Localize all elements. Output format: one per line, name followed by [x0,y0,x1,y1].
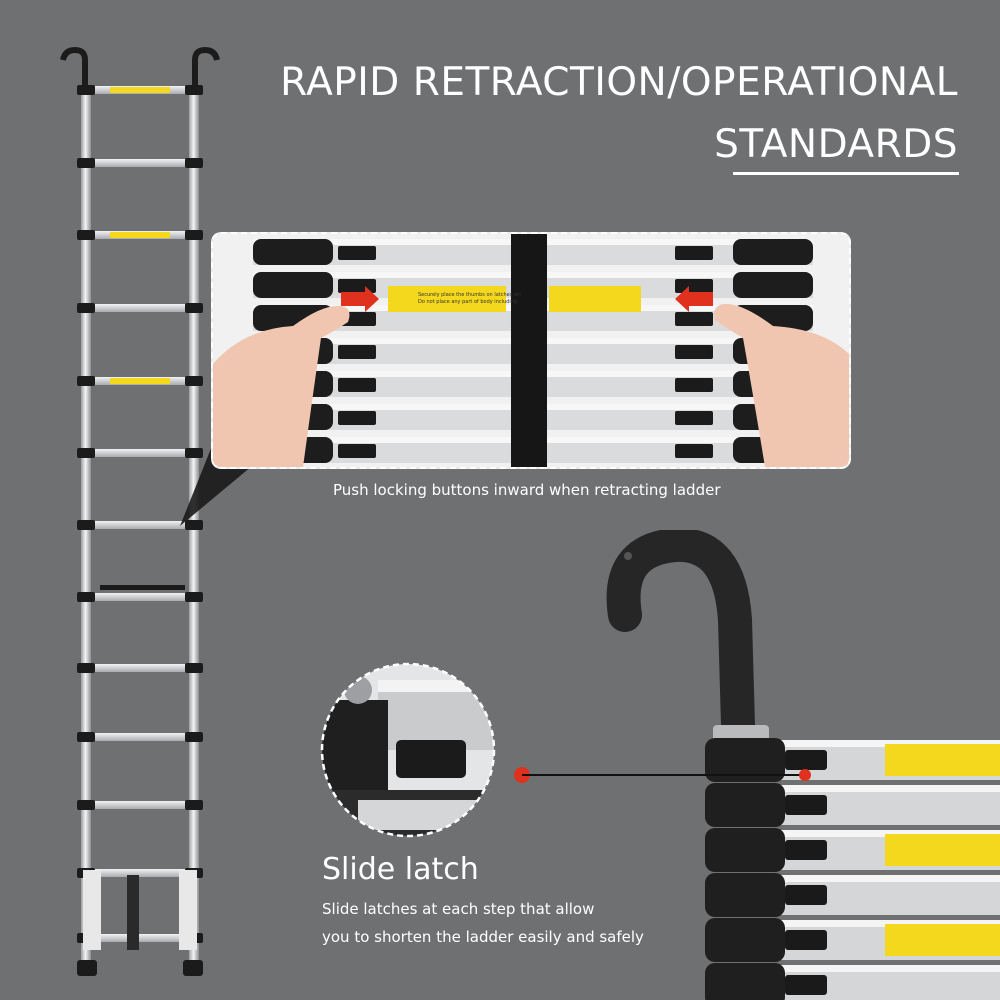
latch-button-icon [675,444,713,458]
right-hook-icon [192,46,220,90]
warning-label-left [388,286,506,312]
headline: RAPID RETRACTION/OPERATIONAL STANDARDS [238,52,958,176]
latch-button-icon [675,411,713,425]
latch-callout [514,767,811,783]
headline-line-1: RAPID RETRACTION/OPERATIONAL [280,60,958,105]
latch-button-icon [338,411,376,425]
latch-button-icon [338,246,376,260]
ladder-rung [77,159,203,167]
latch-button-icon [338,444,376,458]
latch-button-icon [338,279,376,293]
latch-button-icon [396,740,466,778]
arrow-left-icon [675,286,713,312]
left-hook-icon [60,46,88,90]
latch-button-icon [675,246,713,260]
ladder-rung [77,664,203,672]
hook-icon [606,530,755,742]
ladder-rung [77,869,203,877]
latch-button-icon [338,378,376,392]
slide-latch-description: Slide latches at each step that allow yo… [322,895,702,951]
warning-label-right [549,286,641,312]
ladder-rung [77,449,203,457]
latch-button-icon [675,345,713,359]
hook-closeup-photo [606,530,1000,1000]
latch-button-icon [675,312,713,326]
latch-button-icon [785,885,827,905]
latch-button-icon [785,795,827,815]
ladder-rung [77,304,203,312]
latch-button-icon [785,750,827,770]
ladder-rung [77,934,203,942]
left-hand [213,305,350,467]
latch-button-icon [785,975,827,995]
ladder-rung [77,801,203,809]
slide-latch-detail-circle [320,662,496,838]
telescopic-ladder-illustration [60,46,220,976]
center-strap [511,234,547,467]
slide-latch-description-line-2: you to shorten the ladder easily and saf… [322,928,644,946]
latch-button-icon [338,345,376,359]
latch-button-icon [675,378,713,392]
latch-button-icon [785,840,827,860]
callout-dot-right [799,769,811,781]
latch-button-icon [785,930,827,950]
right-hand [714,303,849,467]
slide-latch-description-line-1: Slide latches at each step that allow [322,900,595,918]
latch-button-icon [675,279,713,293]
svg-text:Securely place the thumbs on l: Securely place the thumbs on latches wh [418,292,521,298]
ladder-rung [77,593,203,601]
slide-latch-title: Slide latch [322,852,479,887]
arrow-right-icon [341,286,379,312]
headline-divider [733,172,959,175]
headline-line-2: STANDARDS [714,122,958,167]
ladder-rung [77,521,203,529]
svg-text:Do not place any part of body: Do not place any part of body including [418,299,517,305]
retraction-inset-photo: Securely place the thumbs on latches wh … [211,232,851,469]
ladder-rung [77,733,203,741]
inset-caption: Push locking buttons inward when retract… [333,481,721,499]
